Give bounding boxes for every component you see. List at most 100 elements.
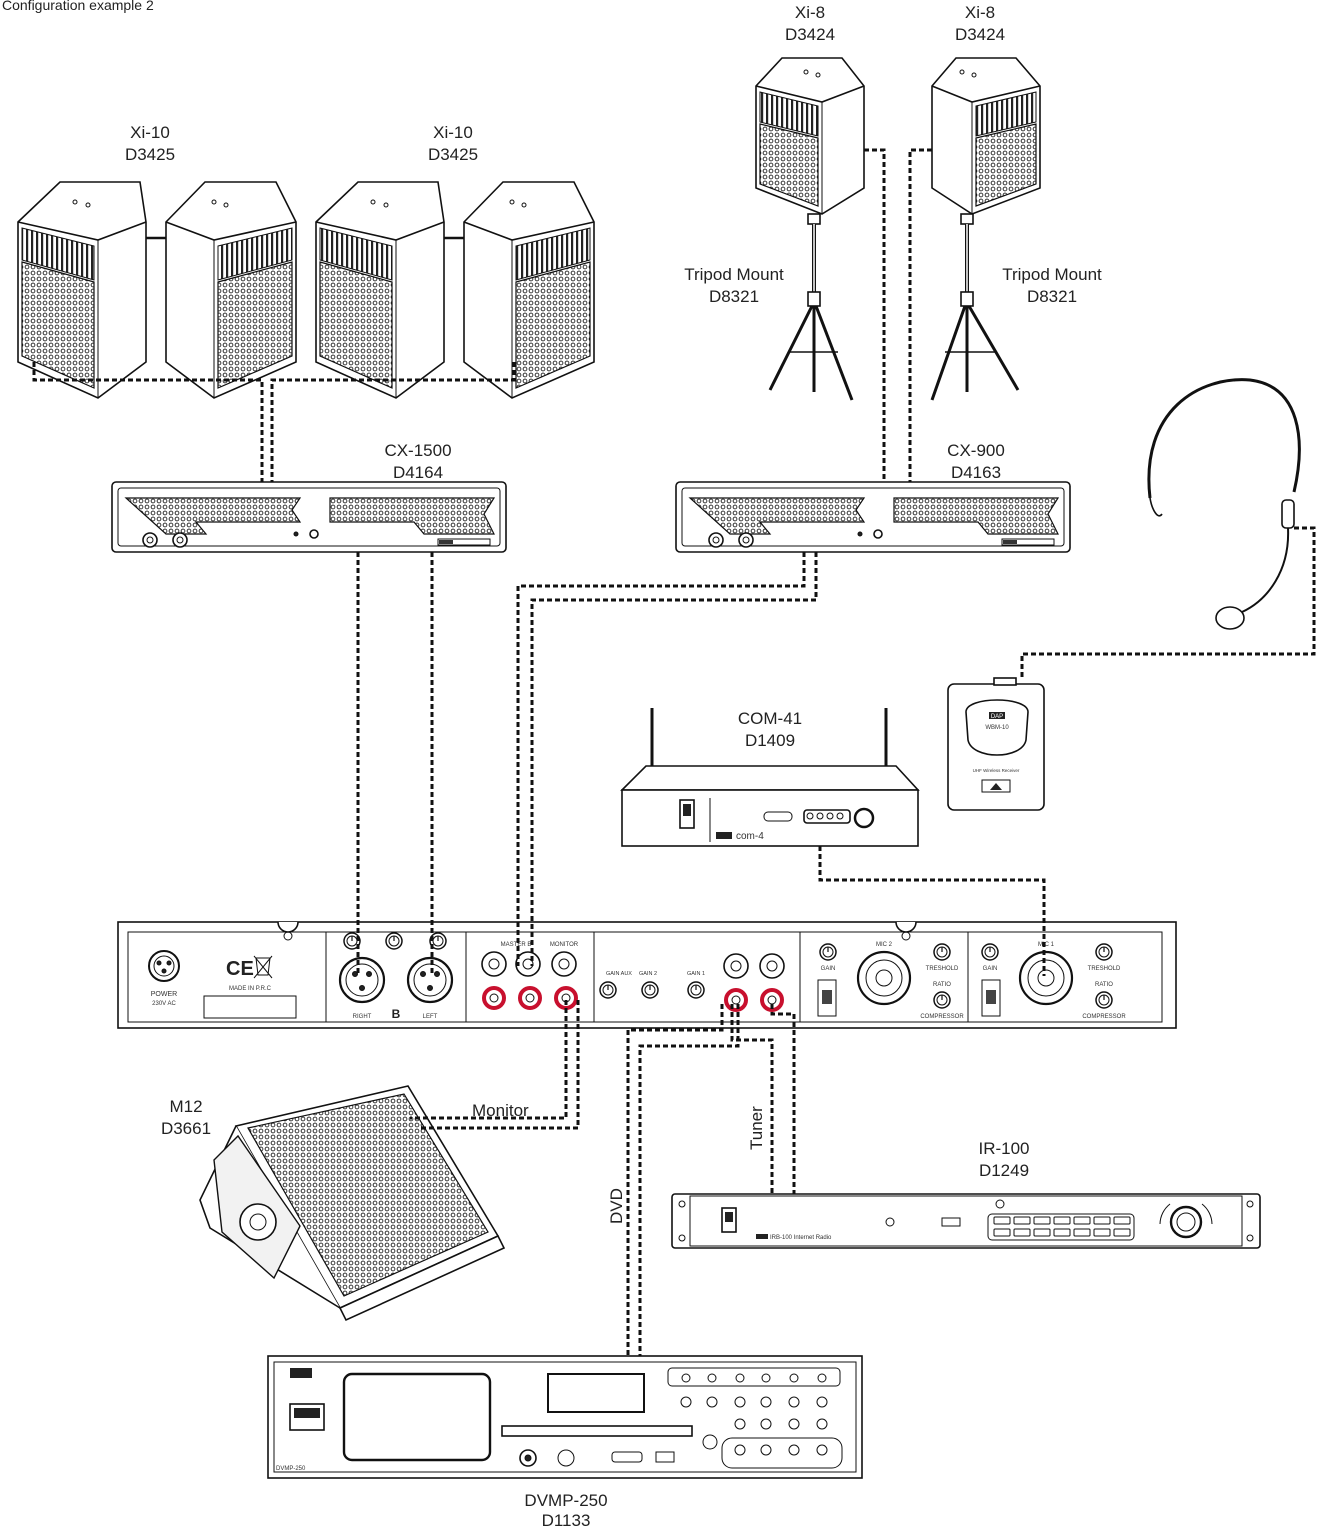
- xi8-right-code: D3424: [955, 25, 1005, 44]
- cable-mixer-master-cx900-b: [530, 552, 818, 966]
- mixer-left-label: LEFT: [423, 1014, 438, 1020]
- amplifier-icon: [675, 481, 1071, 553]
- dvd-player-dvmp250: DVMP-250 D1133 DVMP-250: [267, 1355, 863, 1528]
- cx1500-code: D4164: [393, 463, 443, 482]
- cx900-code: D4163: [951, 463, 1001, 482]
- bodypack-receiver: DAP WBM-10 UHF Wireless Receiver: [947, 677, 1045, 811]
- mixer-mic2-compressor: COMPRESSOR: [920, 1014, 964, 1020]
- mixer-power-sub: 230V AC: [152, 1001, 176, 1007]
- com41-receiver: COM-41 D1409 com-4: [620, 708, 920, 847]
- mixer-mic1-label: MIC 1: [1038, 942, 1055, 948]
- speaker-icon: [315, 181, 445, 399]
- mixer-gain-1: GAIN 1: [687, 971, 705, 977]
- cable-xi10-right: [270, 362, 516, 482]
- monitor-m12: M12 D3661: [161, 1085, 506, 1322]
- xlr-connector-icon: [856, 950, 912, 1006]
- xi8-left-code: D3424: [785, 25, 835, 44]
- tripod-right: Tripod Mount D8321: [930, 213, 1102, 401]
- mixer-made-in: MADE IN P.R.C: [229, 986, 272, 992]
- tuner-preset-buttons: [993, 1216, 1131, 1237]
- cable-xi8-right: [908, 148, 932, 482]
- cable-com41-mic1: [818, 846, 1046, 976]
- cable-label-monitor: Monitor: [472, 1101, 529, 1120]
- xi8-speaker-right: Xi-8 D3424: [931, 3, 1041, 215]
- xi8-speaker-left: Xi-8 D3424: [755, 3, 865, 215]
- headset-mic-icon: [1147, 378, 1301, 630]
- speaker-icon: [463, 181, 595, 399]
- cable-dvd-a: [626, 1004, 724, 1356]
- tripod-left-code: D8321: [709, 287, 759, 306]
- ir100-panel-text: IRB-100 Internet Radio: [770, 1235, 832, 1241]
- com41-code: D1409: [745, 731, 795, 750]
- speaker-icon: [931, 57, 1041, 215]
- mixer-rear-panel: POWER 230V AC CE MADE IN P.R.C RIGHT LEF…: [117, 921, 1177, 1029]
- xlr-connector-icon: [338, 956, 386, 1004]
- bodypack-brand: DAP: [991, 714, 1003, 720]
- tuner-ir100: IR-100 D1249 IRB-100 Internet Radio: [671, 1139, 1261, 1249]
- cables: [32, 148, 1316, 1356]
- m12-code: D3661: [161, 1119, 211, 1138]
- speaker-icon: [17, 181, 147, 399]
- cable-dvd-b: [638, 1004, 740, 1356]
- cx1500-model: CX-1500: [384, 441, 451, 460]
- mixer-power-label: POWER: [151, 991, 177, 998]
- cable-tuner-a: [730, 1004, 774, 1194]
- mixer-mic1-ratio: RATIO: [1095, 982, 1113, 988]
- mixer-mic1-treshold: TRESHOLD: [1088, 966, 1121, 972]
- xi10-speaker-group-right: Xi-10 D3425: [315, 123, 595, 399]
- cable-xi10-left: [32, 362, 264, 482]
- cable-monitor-b: [420, 1000, 580, 1130]
- dvd-control-buttons: [667, 1367, 843, 1469]
- xi10-right-code: D3425: [428, 145, 478, 164]
- mixer-output-letter: B: [392, 1007, 401, 1021]
- speaker-icon: [199, 1085, 506, 1322]
- speaker-icon: [755, 57, 865, 215]
- ir100-model: IR-100: [978, 1139, 1029, 1158]
- dvmp250-model: DVMP-250: [524, 1491, 607, 1510]
- xi10-speaker-group-left: Xi-10 D3425: [17, 123, 297, 399]
- xlr-connector-icon: [1018, 950, 1074, 1006]
- amplifier-cx900: CX-900 D4163: [675, 441, 1071, 553]
- mixer-mic2-treshold: TRESHOLD: [926, 966, 959, 972]
- rca-connector-icon: [760, 988, 784, 1012]
- mixer-gain-aux: GAIN AUX: [606, 971, 632, 977]
- cable-label-dvd: DVD: [607, 1188, 626, 1224]
- tripod-left-model: Tripod Mount: [684, 265, 784, 284]
- xi10-left-model: Xi-10: [130, 123, 170, 142]
- mixer-ce-mark: CE: [226, 958, 254, 980]
- mixer-mic1-compressor: COMPRESSOR: [1082, 1014, 1126, 1020]
- mixer-mic2-ratio: RATIO: [933, 982, 951, 988]
- xi10-right-model: Xi-10: [433, 123, 473, 142]
- cable-tuner-b: [770, 1004, 796, 1194]
- tripod-icon: [768, 213, 854, 401]
- m12-model: M12: [169, 1097, 202, 1116]
- dvmp250-code: D1133: [542, 1511, 591, 1528]
- tripod-left: Tripod Mount D8321: [684, 213, 854, 401]
- cable-label-tuner: Tuner: [747, 1106, 766, 1150]
- com41-model: COM-41: [738, 709, 802, 728]
- xi8-left-model: Xi-8: [795, 3, 825, 22]
- tripod-right-code: D8321: [1027, 287, 1077, 306]
- cable-mixer-master-cx900-a: [516, 552, 806, 966]
- page-title: Configuration example 2: [2, 0, 154, 13]
- xlr-connector-icon: [406, 956, 454, 1004]
- amplifier-icon: [111, 481, 507, 553]
- rca-connector-icon: [518, 986, 542, 1010]
- dvmp250-panel-text: DVMP-250: [276, 1466, 306, 1472]
- cable-headset-bodypack: [1020, 526, 1316, 678]
- cx900-model: CX-900: [947, 441, 1005, 460]
- bodypack-footer: UHF Wireless Receiver: [973, 768, 1020, 773]
- speaker-icon: [165, 181, 297, 399]
- mixer-master-label: MASTER B: [501, 942, 532, 948]
- mixer-right-label: RIGHT: [353, 1014, 372, 1020]
- rca-connector-icon: [724, 988, 748, 1012]
- mixer-mic2-label: MIC 2: [876, 942, 893, 948]
- mixer-monitor-label: MONITOR: [550, 942, 579, 948]
- mixer-gain-2: GAIN 2: [639, 971, 657, 977]
- com41-panel-text: com-4: [736, 831, 764, 842]
- bodypack-model: WBM-10: [985, 725, 1009, 731]
- xi10-left-code: D3425: [125, 145, 175, 164]
- amplifier-cx1500: CX-1500 D4164: [111, 441, 507, 553]
- xlr-connector-icon: [148, 950, 180, 982]
